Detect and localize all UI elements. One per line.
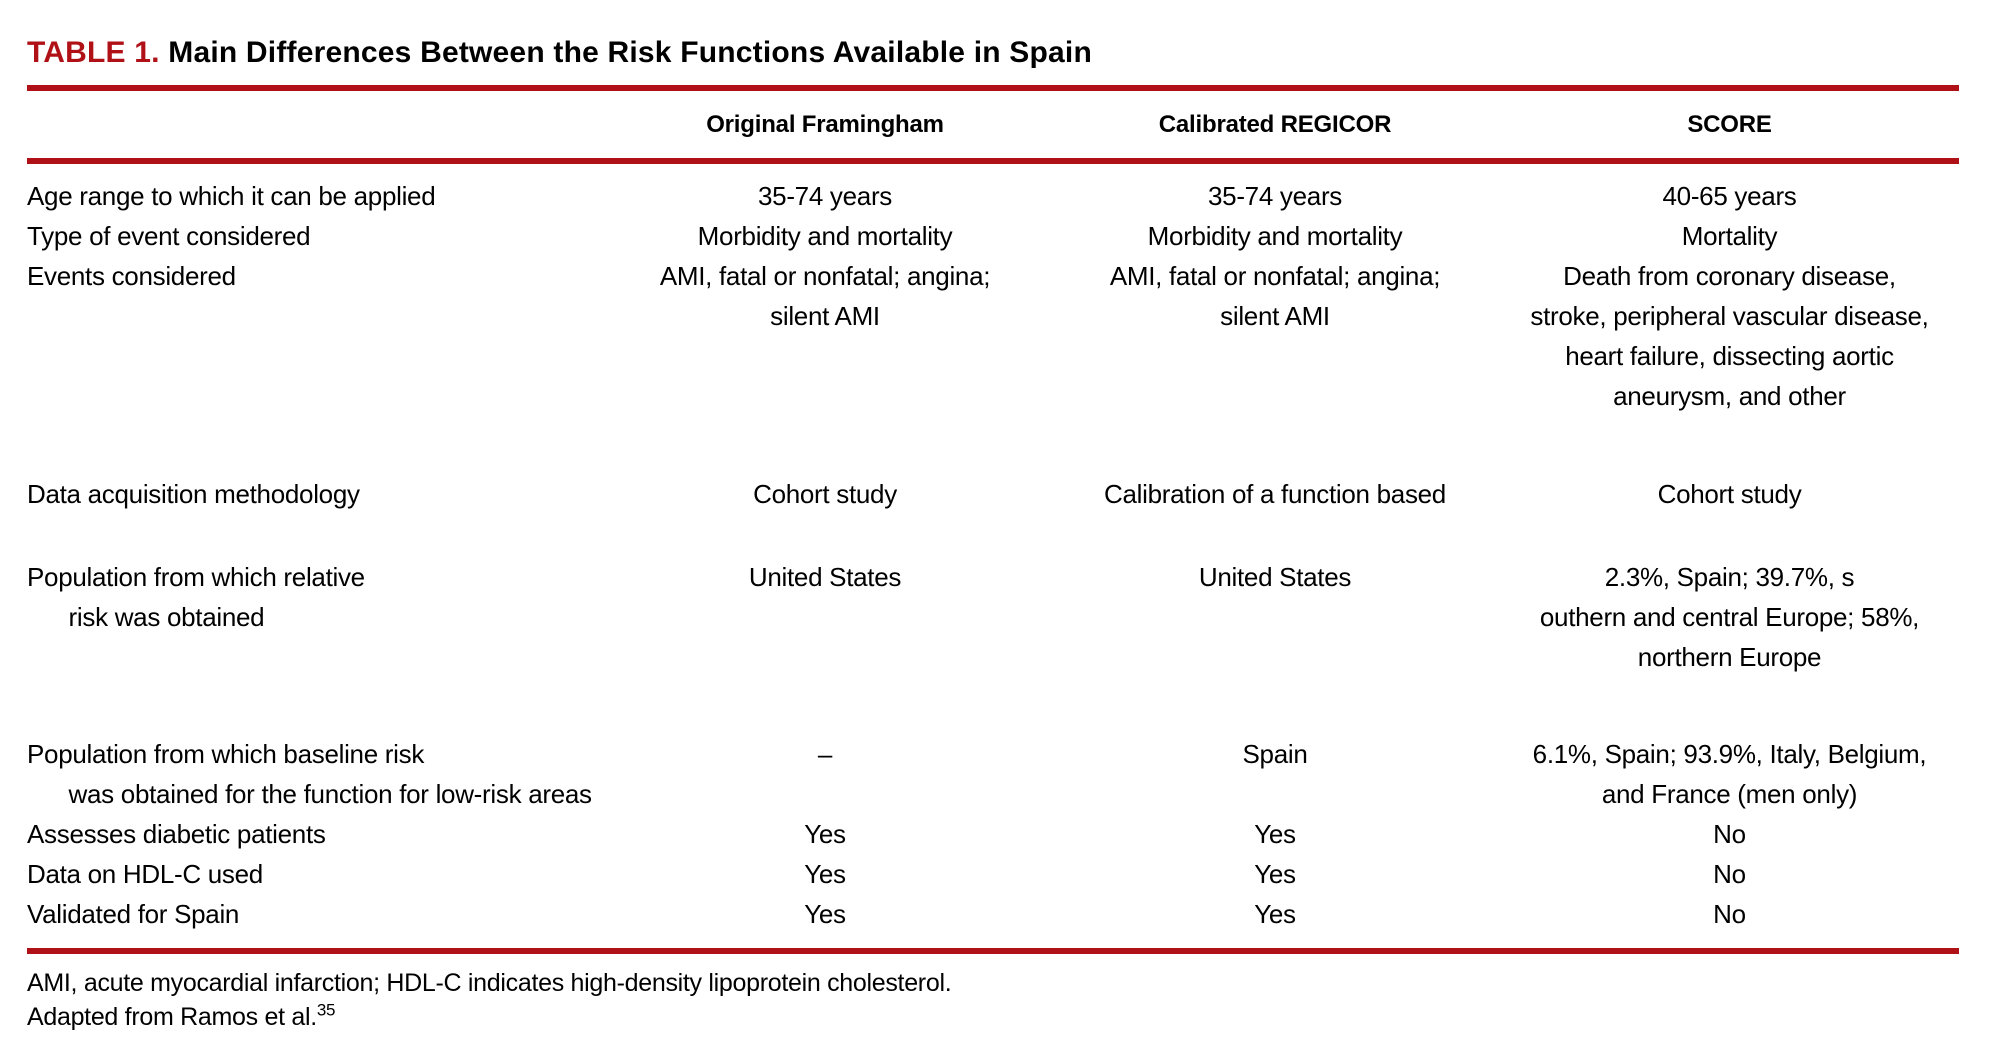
framingham-cell: AMI, fatal or nonfatal; angina; silent A… [659, 261, 991, 331]
column-header-regicor: Calibrated REGICOR [1050, 91, 1500, 164]
score-cell: Death from coronary disease, stroke, per… [1530, 261, 1929, 411]
table-number-label: TABLE 1. [27, 36, 169, 69]
regicor-cell: AMI, fatal or nonfatal; angina; silent A… [1109, 261, 1441, 331]
row-label-cell: Population from which baseline risk was … [27, 739, 592, 809]
regicor-cell: Morbidity and mortality [1147, 221, 1403, 251]
bottom-rule [27, 948, 1959, 954]
source-footnote: Adapted from Ramos et al.35 [27, 1000, 1959, 1034]
regicor-cell: Calibration of a function based [1104, 479, 1446, 509]
row-label-cell: Validated for Spain [27, 899, 240, 929]
row-spacer [27, 514, 1959, 557]
framingham-cell: United States [748, 562, 902, 592]
source-reference-number: 35 [316, 1000, 336, 1020]
row-label-cell: Population from which relative risk was … [27, 562, 365, 632]
row-label-cell: Data on HDL-C used [27, 859, 263, 889]
row-label-cell: Events considered [27, 261, 236, 291]
table-row-age-range: Age range to which it can be applied 35-… [27, 161, 1959, 216]
framingham-cell: 35-74 years [758, 181, 892, 211]
framingham-cell: Yes [804, 899, 846, 929]
column-header-framingham: Original Framingham [600, 91, 1050, 164]
table-row-relative-risk-population: Population from which relative risk was … [27, 557, 1959, 677]
row-spacer [27, 416, 1959, 474]
row-label-cell: Type of event considered [27, 221, 311, 251]
table-row-hdl-c: Data on HDL-C used Yes Yes No [27, 854, 1959, 894]
table-title: TABLE 1. Main Differences Between the Ri… [27, 34, 1959, 72]
regicor-cell: 35-74 years [1208, 181, 1342, 211]
table-title-text: Main Differences Between the Risk Functi… [168, 36, 1092, 69]
row-label-cell: Data acquisition methodology [27, 479, 360, 509]
score-cell: No [1713, 899, 1746, 929]
regicor-cell: Yes [1254, 819, 1296, 849]
risk-functions-table: Original Framingham Calibrated REGICOR S… [27, 91, 1959, 934]
framingham-cell: Morbidity and mortality [697, 221, 953, 251]
framingham-cell: Yes [804, 819, 846, 849]
table-header-row: Original Framingham Calibrated REGICOR S… [27, 91, 1959, 164]
score-cell: Cohort study [1657, 479, 1802, 509]
regicor-cell: Yes [1254, 859, 1296, 889]
regicor-cell: Spain [1242, 739, 1308, 769]
score-cell: 2.3%, Spain; 39.7%, s outhern and centra… [1539, 562, 1920, 672]
table-row-baseline-risk-population: Population from which baseline risk was … [27, 734, 1959, 814]
regicor-cell: United States [1198, 562, 1352, 592]
framingham-cell: – [817, 739, 833, 769]
score-cell: No [1713, 859, 1746, 889]
column-header-score: SCORE [1500, 91, 1959, 164]
source-footnote-text: Adapted from Ramos et al. [27, 1003, 317, 1031]
table-footnotes: AMI, acute myocardial infarction; HDL-C … [27, 966, 1959, 1034]
table-row-data-acquisition: Data acquisition methodology Cohort stud… [27, 474, 1959, 514]
score-cell: 40-65 years [1662, 181, 1797, 211]
column-header-empty [27, 91, 600, 164]
regicor-cell: Yes [1254, 899, 1296, 929]
top-rule [27, 85, 1959, 91]
abbreviations-footnote: AMI, acute myocardial infarction; HDL-C … [27, 969, 952, 997]
table-row-diabetic-patients: Assesses diabetic patients Yes Yes No [27, 814, 1959, 854]
row-spacer [27, 677, 1959, 734]
framingham-cell: Yes [804, 859, 846, 889]
score-cell: Mortality [1681, 221, 1778, 251]
row-label-cell: Age range to which it can be applied [27, 181, 436, 211]
row-label-cell: Assesses diabetic patients [27, 819, 326, 849]
table-row-events-considered: Events considered AMI, fatal or nonfatal… [27, 256, 1959, 416]
score-cell: 6.1%, Spain; 93.9%, Italy, Belgium, and … [1532, 739, 1927, 809]
table-row-event-type: Type of event considered Morbidity and m… [27, 216, 1959, 256]
framingham-cell: Cohort study [753, 479, 897, 509]
table-row-validated-spain: Validated for Spain Yes Yes No [27, 894, 1959, 934]
score-cell: No [1713, 819, 1746, 849]
